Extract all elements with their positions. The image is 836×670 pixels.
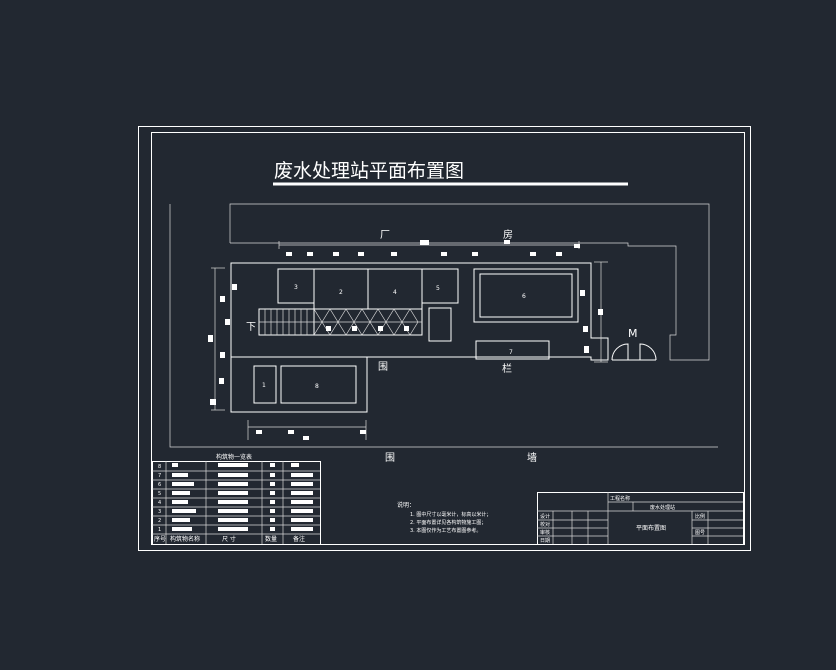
stair-down-label: 下 — [246, 322, 256, 333]
staircase — [258, 308, 315, 336]
outer-wall-label-left: 围 — [385, 452, 395, 464]
title-block-project-label: 工程名称 — [610, 495, 630, 502]
tank-8 — [280, 365, 357, 404]
fence-outline — [230, 262, 609, 361]
tank-5-inner — [479, 273, 573, 318]
table-row-no-4: 5 — [158, 491, 161, 497]
equipment-table-caption: 构筑物一览表 — [216, 453, 252, 461]
table-header-no: 序号 — [154, 535, 166, 543]
notes-heading: 说明： — [397, 501, 415, 509]
notes-item-2: 2. 平面布置详见各构筑物施工图； — [410, 519, 486, 526]
title-block-scale: 比例 — [695, 513, 705, 520]
title-block-check: 校对 — [540, 521, 550, 528]
gate-symbol: M — [611, 327, 657, 361]
pipe-rack — [313, 308, 423, 336]
bottom-dimension-line — [247, 420, 367, 440]
notes-block: 说明： 1. 图中尺寸以毫米计，标高以米计； 2. 平面布置详见各构筑物施工图；… — [397, 501, 491, 534]
drawing-title: 废水处理站平面布置图 — [274, 160, 464, 182]
fence-label-right: 栏 — [502, 362, 512, 375]
tank-4 — [421, 268, 459, 304]
fence-label-left: 围 — [378, 361, 388, 373]
tank-7-label: 1 — [262, 382, 266, 389]
outer-wall-label-right: 墙 — [527, 451, 537, 464]
gate-label: M — [628, 327, 638, 340]
tank-2-label: 2 — [339, 289, 343, 296]
top-dimension-line — [278, 240, 580, 256]
title-block-drawing-name: 平面布置图 — [636, 524, 666, 532]
table-row-no-8: 1 — [158, 527, 161, 533]
outer-wall-outline — [169, 204, 718, 448]
fence-lower-outline — [230, 357, 368, 413]
tank-4-label: 5 — [436, 285, 440, 292]
tank-5-label: 6 — [522, 293, 526, 300]
table-row-no-3: 6 — [158, 482, 161, 488]
equipment-table: 构筑物一览表 8 7 6 5 4 3 2 1 序号 构筑物名称 尺 寸 数 — [152, 453, 321, 545]
tank-3-label: 4 — [393, 289, 397, 296]
tank-5-outer — [473, 268, 579, 323]
title-block-review: 审核 — [540, 529, 550, 536]
left-dimension-line — [208, 267, 237, 411]
table-header-qty: 数量 — [265, 535, 277, 543]
pump-pit — [428, 307, 452, 342]
factory-label-right: 房 — [503, 228, 513, 241]
right-dimension-line — [580, 261, 608, 363]
title-block: 工程名称 废水处理站 平面布置图 设计 校对 审核 日期 比例 图号 — [537, 492, 744, 545]
tank-8-label: 8 — [315, 383, 319, 390]
title-block-project: 废水处理站 — [650, 504, 675, 511]
factory-building-outline — [229, 203, 710, 361]
table-row-no-5: 4 — [158, 500, 161, 506]
tank-6 — [475, 340, 550, 360]
notes-item-3: 3. 本图仅作为工艺布置图参考。 — [410, 527, 481, 534]
title-block-number: 图号 — [695, 530, 705, 536]
tank-1-label: 3 — [294, 284, 298, 291]
sheet-inner-border — [151, 132, 745, 545]
title-block-date: 日期 — [540, 538, 550, 544]
table-header-name: 构筑物名称 — [170, 535, 200, 543]
table-row-no-6: 3 — [158, 509, 161, 515]
tank-7 — [253, 365, 277, 404]
title-block-design: 设计 — [540, 513, 550, 520]
table-row-no-7: 2 — [158, 518, 161, 524]
notes-item-1: 1. 图中尺寸以毫米计，标高以米计； — [410, 511, 491, 518]
table-row-no-1: 8 — [158, 464, 161, 470]
table-row-no-2: 7 — [158, 473, 161, 479]
table-header-size: 尺 寸 — [222, 535, 236, 543]
table-header-remark: 备注 — [293, 535, 305, 543]
tank-6-label: 7 — [509, 349, 513, 356]
sheet-outer-border — [138, 126, 751, 551]
factory-label-left: 厂 — [380, 230, 390, 241]
